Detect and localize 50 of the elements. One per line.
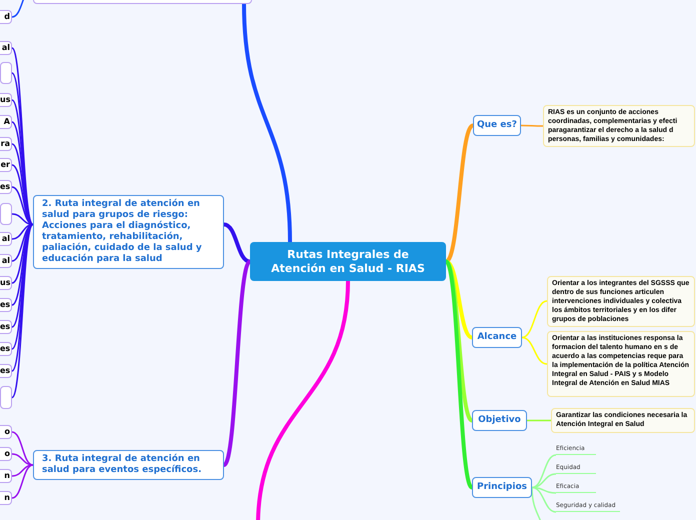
branch-line (445, 260, 473, 340)
topic-box: Principios (472, 477, 532, 498)
subtopic-box: al (0, 232, 12, 246)
subtopic-box: n (0, 469, 12, 483)
branch-line (256, 280, 350, 520)
branch-line (12, 213, 34, 226)
subtopic-box (0, 386, 12, 409)
branch-line (532, 486, 556, 513)
branch-line (521, 124, 543, 127)
branch-line (532, 454, 556, 488)
subtopic-box: al (0, 41, 12, 55)
subtopic-box: n (0, 491, 12, 505)
subtopic-box (0, 62, 12, 84)
subtopic-box: us (0, 93, 12, 107)
branch-line (12, 224, 34, 240)
topic-box: Que es? (473, 115, 521, 136)
topic-box: Objetivo (472, 410, 527, 431)
subtopic-box: es (0, 298, 12, 312)
branch-line (444, 260, 474, 489)
branch-line (12, 224, 34, 328)
branch-line (242, 4, 292, 242)
subtopic-box: us (0, 276, 12, 290)
branch-line (12, 464, 34, 499)
branch-line (12, 464, 34, 477)
subtopic-box: al (0, 254, 12, 268)
branch-line (444, 124, 474, 264)
branch-line (222, 260, 252, 466)
subtopic-box: ra (0, 137, 12, 151)
subtopic-box: es (0, 342, 12, 356)
branch-line (12, 121, 34, 226)
branch-line (522, 300, 548, 338)
topic-box: 3. Ruta integral de atención en salud para eventos específicos. (33, 450, 224, 480)
subtopic-box: d (0, 10, 12, 24)
topic-box: Alcance (472, 327, 522, 348)
subtopic-box (0, 203, 12, 225)
central-topic-box: Rutas Integrales de Atención en Salud - RIAS (250, 242, 446, 281)
subtopic-box: o (0, 425, 12, 439)
branch-line (12, 453, 34, 466)
branch-line (527, 420, 551, 422)
subtopic-box: es (0, 364, 12, 378)
branch-line (11, 224, 34, 398)
topic-box: 2. Ruta integral de atención en salud para grupos de riesgo: Acciones para el diagnóstico, tratamiento, rehabilitación, paliación, cuidado de la salud y educación para la salud (33, 195, 224, 269)
subtopic-box: o (0, 447, 12, 461)
subtopic-box: es (0, 180, 12, 194)
branch-line (12, 431, 34, 466)
subtopic-box: es (0, 320, 12, 334)
subtopic-box: er (0, 158, 12, 172)
branch-line (522, 336, 548, 365)
branch-line (224, 222, 250, 264)
subtopic-box: A (0, 115, 12, 129)
